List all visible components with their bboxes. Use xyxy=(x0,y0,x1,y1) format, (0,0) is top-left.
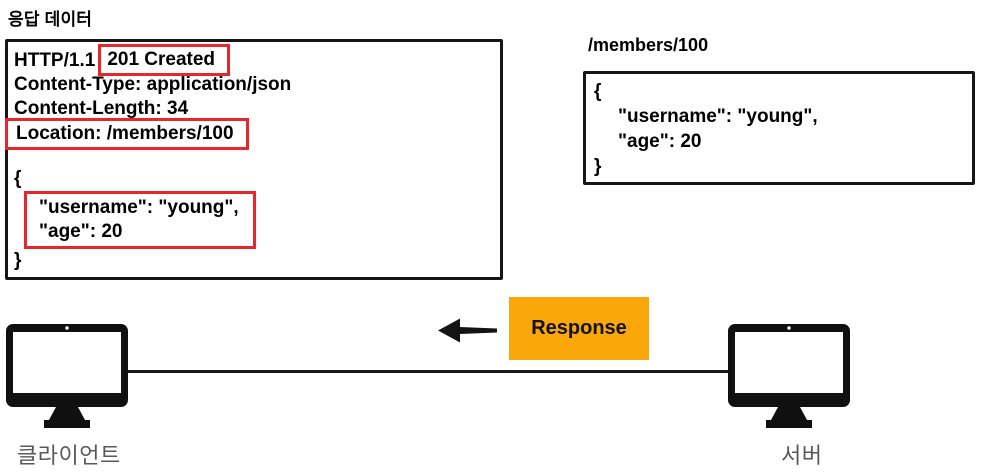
content-type-header: Content-Type: application/json xyxy=(14,74,292,95)
response-body-highlight: "username": "young", "age": 20 xyxy=(24,191,256,249)
network-line xyxy=(124,370,730,373)
response-body-username: "username": "young", xyxy=(39,197,239,218)
content-length-header: Content-Length: 34 xyxy=(14,98,189,119)
response-body-open-brace: { xyxy=(14,168,22,189)
http-version-text: HTTP/1.1 xyxy=(14,50,96,71)
resource-username: "username": "young", xyxy=(618,106,818,127)
resource-path-label: /members/100 xyxy=(588,35,709,55)
page-title: 응답 데이터 xyxy=(8,10,93,29)
response-direction-arrow-icon xyxy=(438,318,497,343)
resource-age: "age": 20 xyxy=(618,131,702,152)
server-monitor-icon xyxy=(728,324,850,428)
location-header-line: Location: /members/100 xyxy=(5,118,494,150)
server-label: 서버 xyxy=(781,443,823,468)
response-label: Response xyxy=(531,317,627,339)
response-label-chip: Response xyxy=(509,297,649,360)
resource-open-brace: { xyxy=(594,81,602,102)
client-label: 클라이언트 xyxy=(17,443,121,468)
status-code-highlight: 201 Created xyxy=(98,44,231,76)
resource-close-brace: } xyxy=(594,156,602,177)
response-body-close-brace: } xyxy=(14,250,22,271)
response-body-age: "age": 20 xyxy=(39,221,123,242)
location-header-highlight: Location: /members/100 xyxy=(5,118,249,150)
resource-box: { "username": "young", "age": 20 } xyxy=(583,71,975,185)
client-monitor-icon xyxy=(6,324,128,428)
